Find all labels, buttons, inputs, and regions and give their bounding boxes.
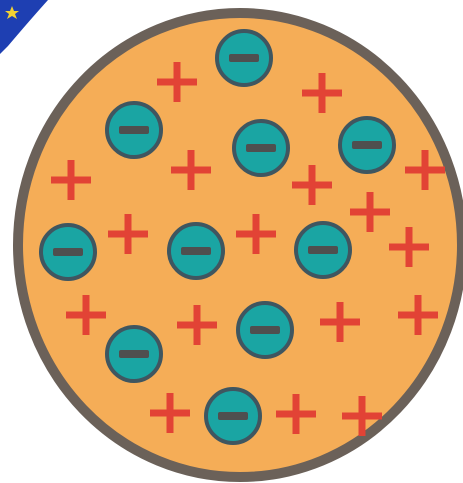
electron-icon <box>41 225 95 279</box>
electron-icon <box>234 121 288 175</box>
electron-icon <box>107 103 161 157</box>
electron-icon <box>206 389 260 443</box>
electron-icon <box>107 327 161 381</box>
electron-icon <box>217 31 271 85</box>
electron-icon <box>296 223 350 277</box>
electron-icon <box>340 118 394 172</box>
electron-icon <box>238 303 292 357</box>
corner-flag-icon <box>0 0 48 54</box>
electron-icon <box>169 224 223 278</box>
